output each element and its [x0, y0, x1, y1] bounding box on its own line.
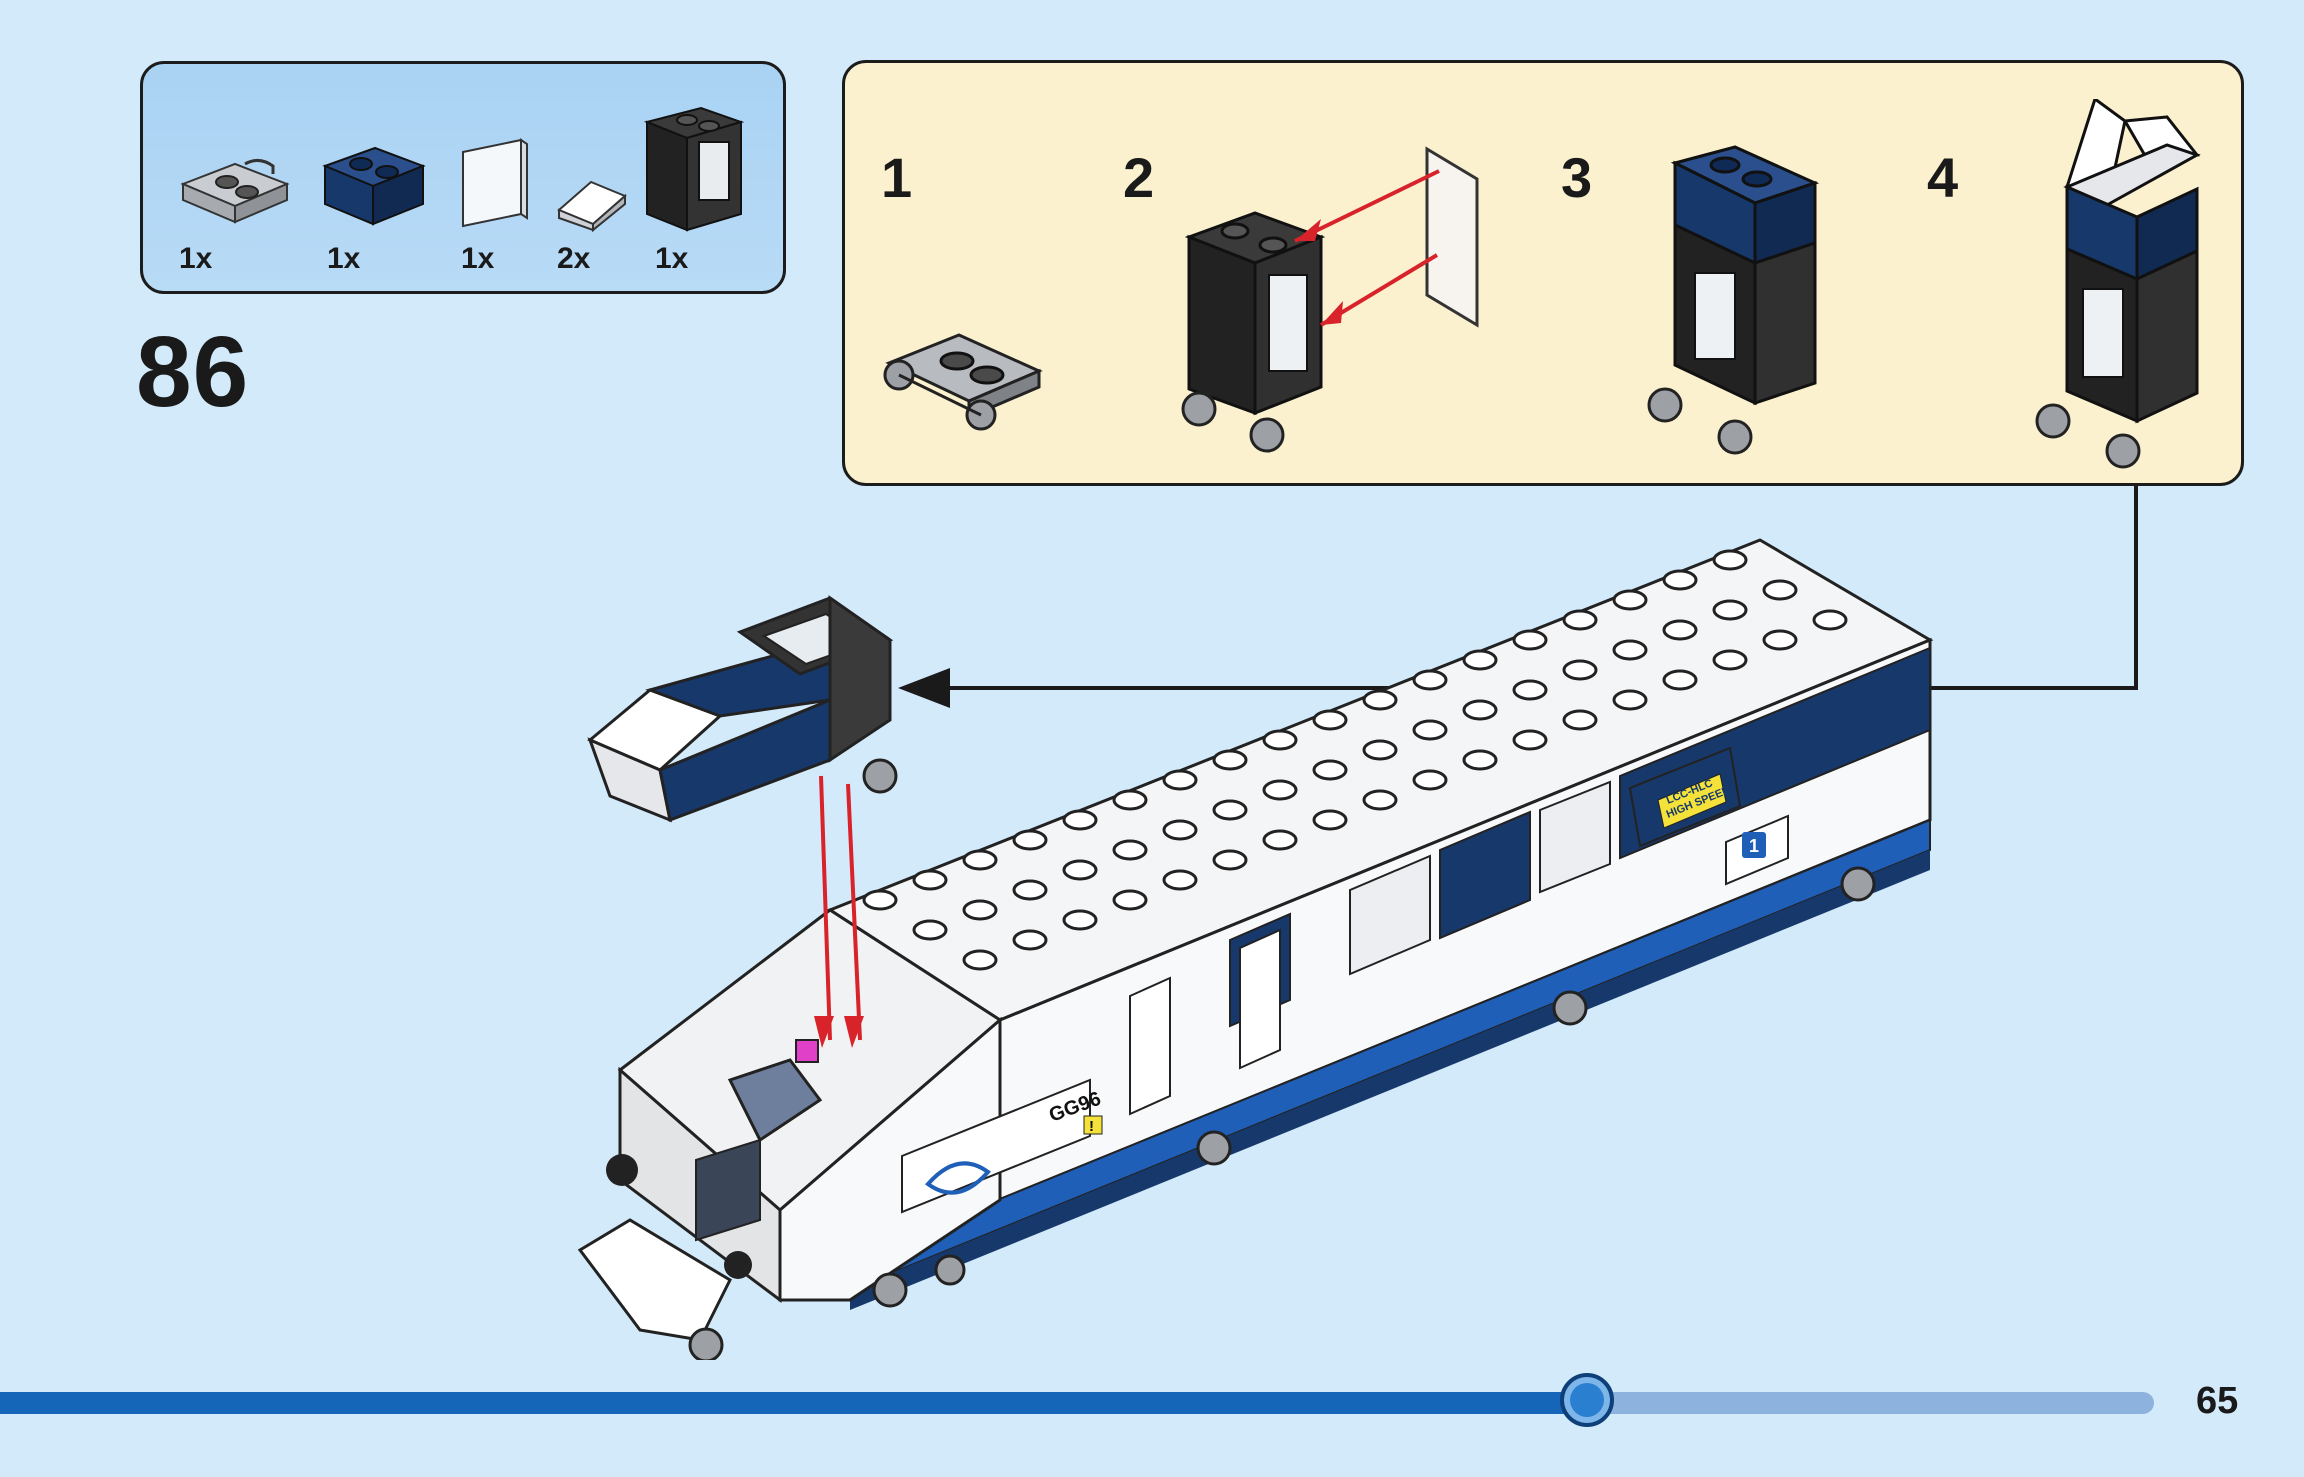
class-badge-icon [1742, 832, 1766, 858]
substep-label: 3 [1561, 146, 1593, 209]
transparent-glass-panel-icon [462, 138, 528, 228]
white-slope-icon [557, 180, 627, 233]
plate-with-rails-icon [180, 159, 290, 224]
progress-knob [1560, 1373, 1614, 1427]
substep-4-illustration [2035, 99, 2201, 469]
sub-assembly-box: 1 2 3 4 [842, 60, 2244, 486]
step-number: 86 [136, 316, 250, 428]
substep-label: 4 [1927, 146, 1959, 209]
black-window-frame-icon [643, 106, 745, 232]
substep-3-illustration [1647, 145, 1820, 455]
part-quantity: 1x [179, 242, 213, 275]
part-quantity: 2x [557, 242, 591, 275]
warning-badge-icon [1083, 1115, 1103, 1135]
part-quantity: 1x [327, 242, 361, 275]
substep-label: 1 [881, 146, 913, 209]
parts-list-box: 1x 1x 1x 2x 1x [140, 61, 786, 294]
warning-badge: ! [1089, 1118, 1094, 1135]
substep-1-illustration [883, 333, 1043, 431]
part-quantity: 1x [461, 242, 495, 275]
substep-2-illustration [1181, 146, 1479, 453]
part-quantity: 1x [655, 242, 689, 275]
dark-blue-brick-icon [322, 146, 426, 226]
train-illustration: GG96 ! LCC-HLC HIGH SPEED 1 [577, 538, 1934, 1360]
class-badge: 1 [1749, 836, 1759, 856]
progress-bar [0, 1373, 2154, 1427]
progress-fill [0, 1392, 1587, 1414]
page-number: 65 [2196, 1380, 2239, 1422]
substep-label: 2 [1123, 146, 1155, 209]
